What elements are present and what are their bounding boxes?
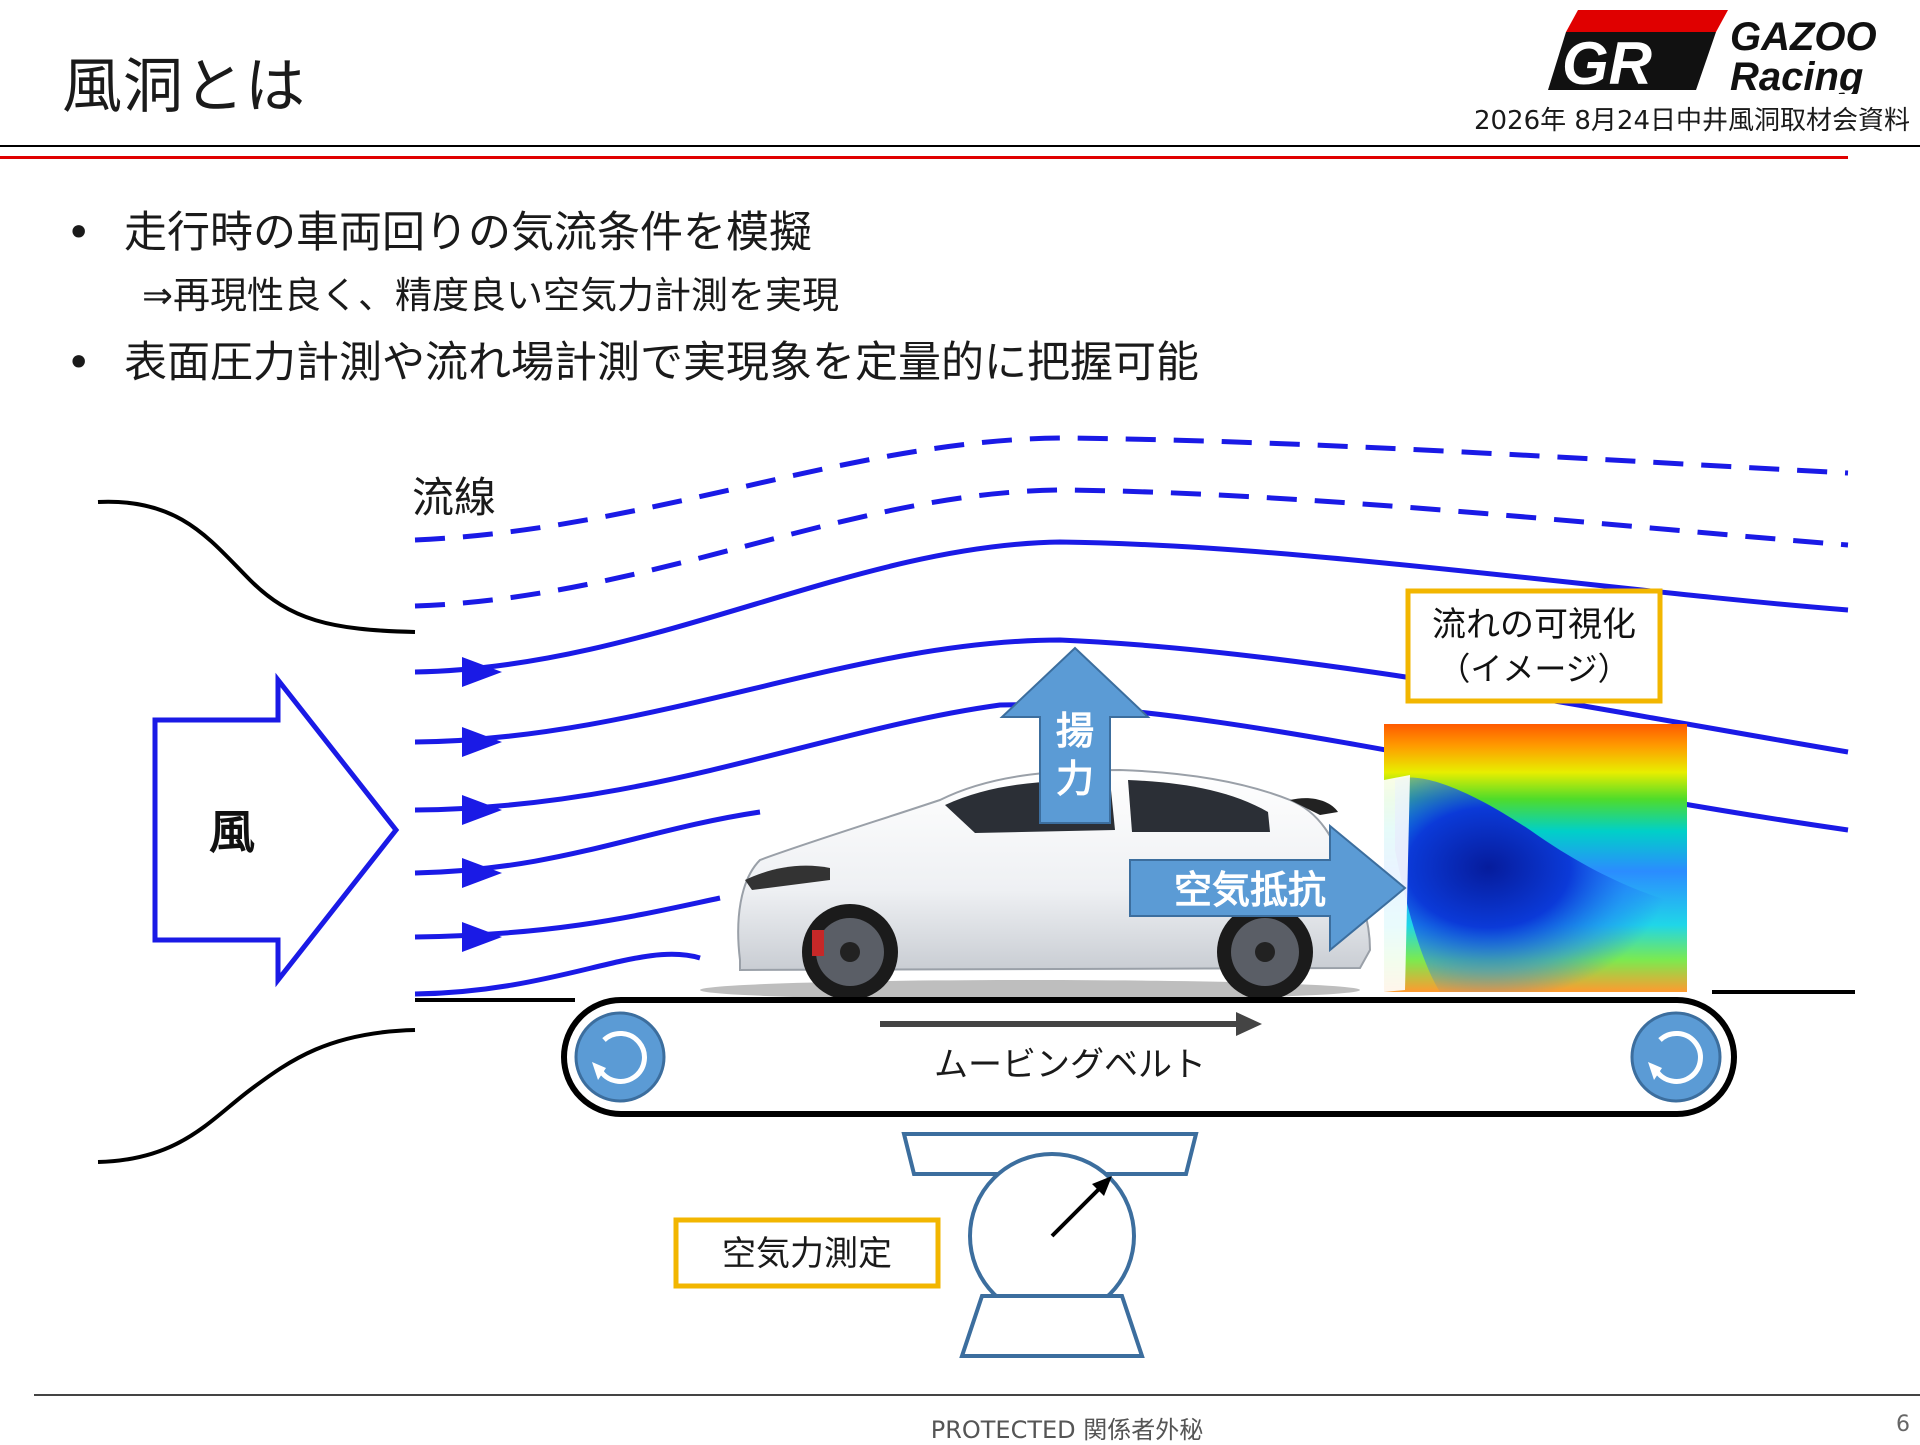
footer-divider xyxy=(34,1394,1920,1396)
force-balance-icon xyxy=(901,1132,1199,1358)
wind-label: 風 xyxy=(209,805,255,859)
aero-measurement-label: 空気力測定 xyxy=(722,1234,892,1274)
lift-label-char-2: 力 xyxy=(1056,757,1094,801)
belt-direction-arrowhead xyxy=(1236,1012,1262,1036)
car-illustration xyxy=(700,768,1372,1000)
streamline-dashed-2 xyxy=(414,487,1849,609)
flow-visualization-callout xyxy=(1405,588,1663,704)
drag-arrow xyxy=(1129,823,1407,953)
streamline-solid-6 xyxy=(414,951,701,997)
flow-arrowhead-3 xyxy=(462,795,502,825)
bullet-list: 走行時の車両回りの気流条件を模擬 ⇒再現性良く、精度良い空気力計測を実現 表面圧… xyxy=(60,205,1199,391)
nozzle-lower-wall xyxy=(97,1028,416,1164)
flow-arrowhead-2 xyxy=(462,727,502,757)
streamline-dashed-1 xyxy=(414,435,1849,543)
logo-gazoo-text: GAZOO xyxy=(1730,15,1877,59)
nozzle-upper-wall xyxy=(97,499,416,634)
bullet-accurate-measurement: ⇒再現性良く、精度良い空気力計測を実現 xyxy=(142,274,840,317)
flow-arrowhead-4 xyxy=(462,858,502,888)
logo-racing-text: Racing xyxy=(1730,55,1863,94)
lift-label-char-1: 揚 xyxy=(1056,709,1094,753)
streamlines-label: 流線 xyxy=(412,473,496,522)
streamline-solid-1 xyxy=(414,539,1849,675)
flow-visualization-image xyxy=(1384,724,1687,992)
flow-arrowhead-1 xyxy=(462,657,502,687)
moving-belt-label: ムービングベルト xyxy=(934,1045,1206,1085)
bullet-simulate-airflow: 走行時の車両回りの気流条件を模擬 xyxy=(60,205,1199,261)
belt-roller-left-icon xyxy=(574,1011,666,1103)
lift-arrow xyxy=(999,646,1151,824)
gr-gazoo-racing-logo: GR GAZOO Racing xyxy=(1548,10,1877,94)
logo-gr-text: GR xyxy=(1562,30,1652,94)
document-date: 2026年 8月24日中井風洞取材会資料 xyxy=(1473,106,1910,136)
bullet-quantify-phenomena: 表面圧力計測や流れ場計測で実現象を定量的に把握可能 xyxy=(60,335,1199,391)
flow-arrowhead-5 xyxy=(462,922,502,952)
wind-arrow xyxy=(152,672,400,988)
moving-belt xyxy=(561,997,1737,1117)
flow-visualization-label: 流れの可視化 xyxy=(1432,605,1636,645)
header-accent-line xyxy=(0,156,1848,159)
page-title: 風洞とは xyxy=(62,52,306,122)
streamline-solid-5 xyxy=(414,895,721,940)
streamline-solid-2 xyxy=(414,637,1849,755)
page-number: 6 xyxy=(1896,1412,1910,1437)
belt-roller-right-icon xyxy=(1630,1011,1722,1103)
flow-visualization-sublabel: （イメージ） xyxy=(1438,650,1629,688)
header-divider xyxy=(0,145,1920,147)
drag-label: 空気抵抗 xyxy=(1174,868,1326,912)
aero-measurement-callout xyxy=(673,1217,941,1289)
confidentiality-notice: PROTECTED 関係者外秘 xyxy=(930,1416,1204,1444)
